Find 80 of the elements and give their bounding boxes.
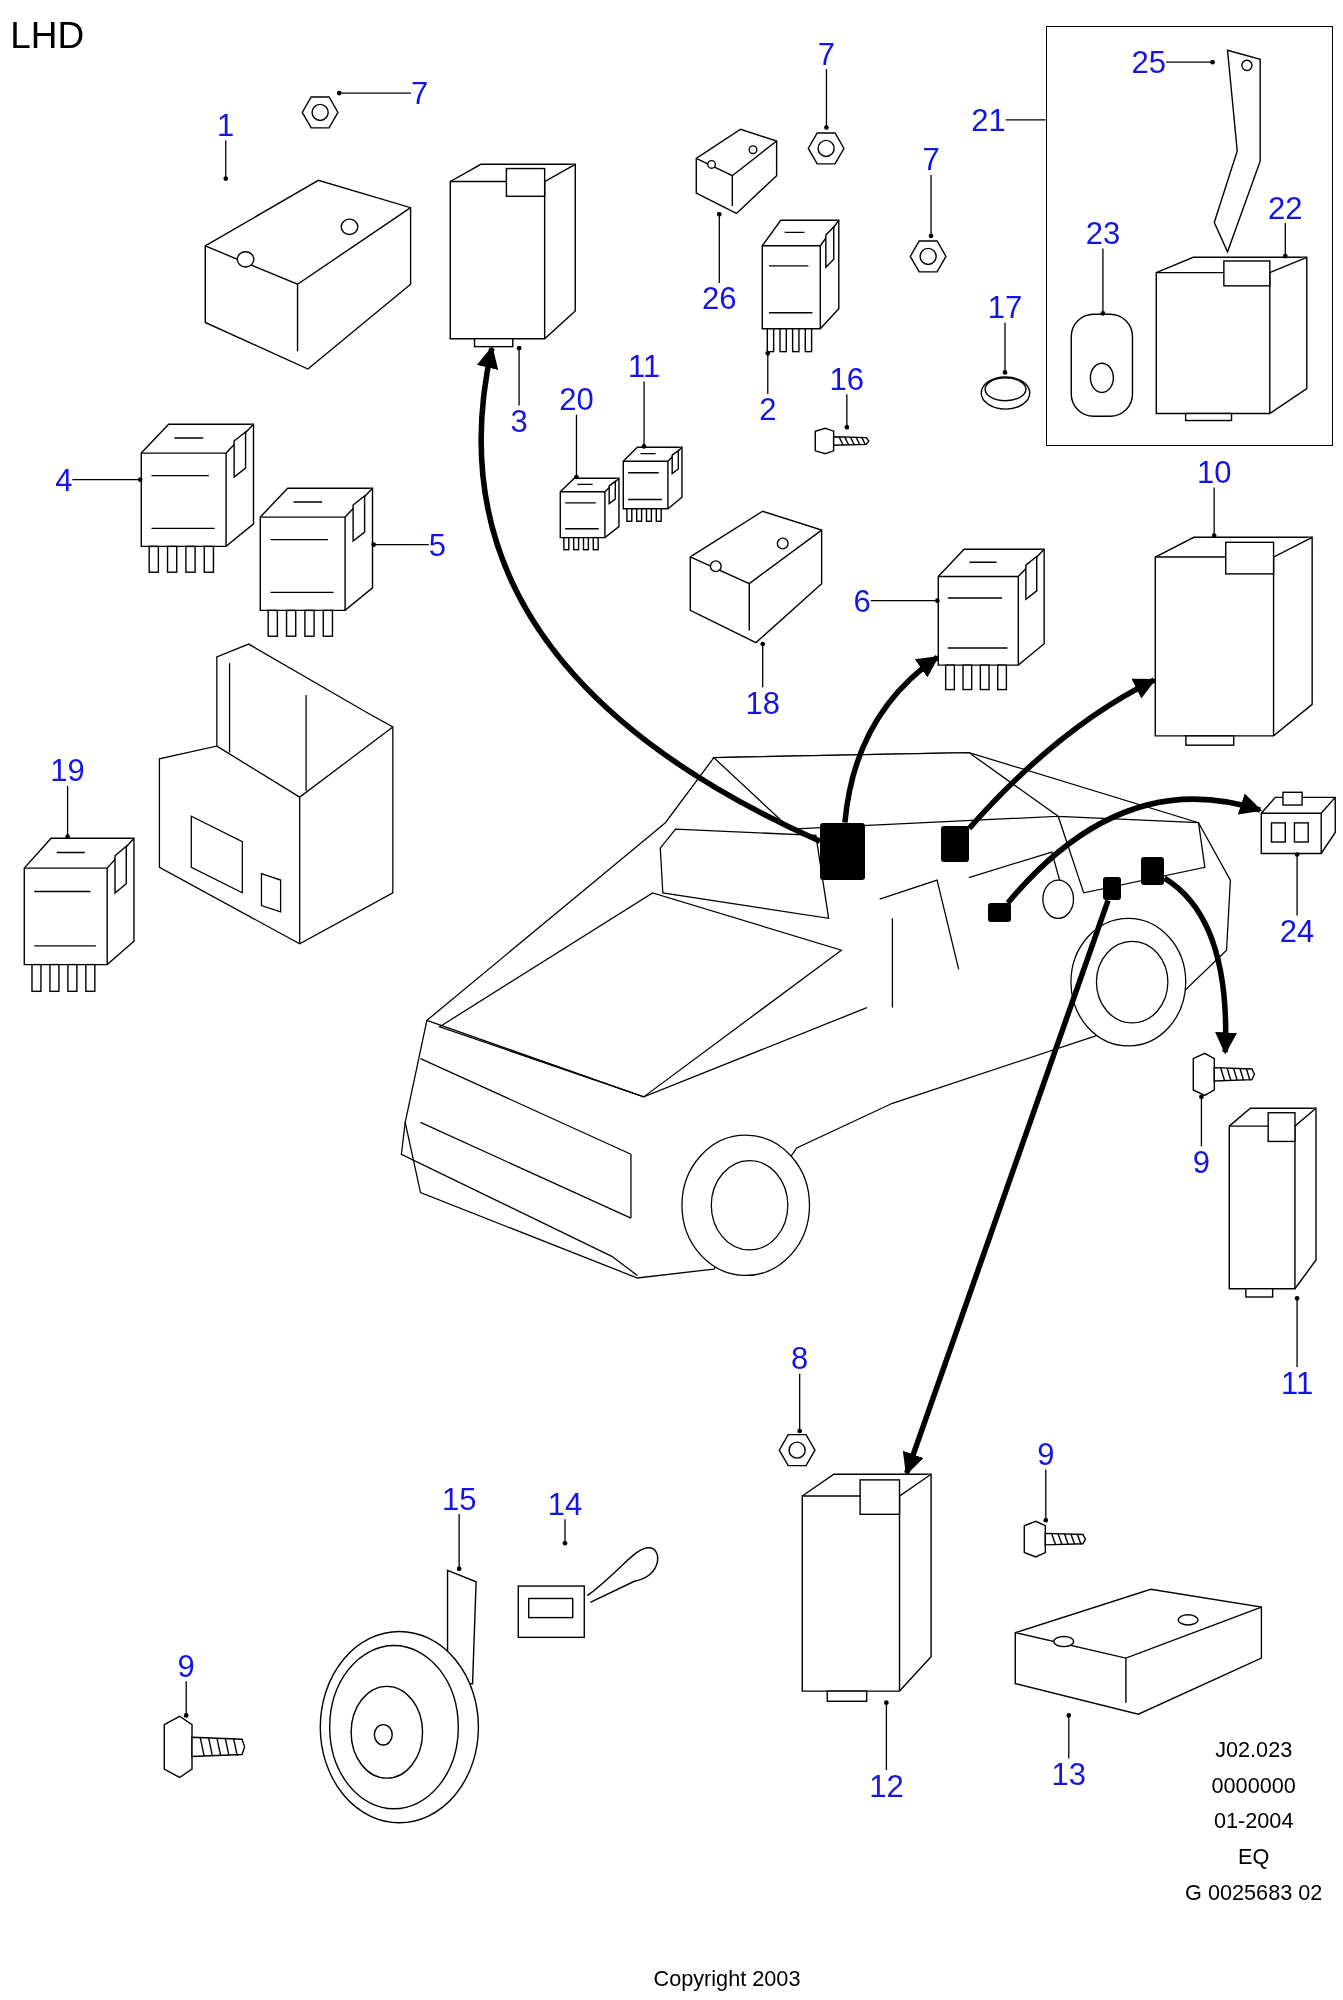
callout-number: 22 bbox=[1268, 192, 1303, 224]
leader-line bbox=[223, 139, 229, 181]
leader-line bbox=[844, 393, 850, 430]
callout-number: 4 bbox=[55, 464, 73, 496]
leader-line bbox=[371, 542, 430, 547]
leader-line bbox=[1165, 59, 1215, 65]
leader-line bbox=[765, 350, 771, 395]
callout-number: 18 bbox=[745, 687, 780, 719]
leader-line bbox=[574, 414, 579, 480]
leader-line bbox=[516, 345, 522, 407]
callout-number: 23 bbox=[1085, 217, 1121, 249]
arrow bbox=[842, 654, 940, 823]
callout-number: 9 bbox=[177, 1650, 195, 1682]
component-marker bbox=[941, 826, 970, 863]
callout-number: 25 bbox=[1131, 46, 1167, 78]
drawing-code: 0000000 bbox=[1211, 1774, 1296, 1797]
callout-number: 15 bbox=[441, 1483, 477, 1515]
arrow bbox=[1005, 794, 1263, 905]
arrow bbox=[967, 677, 1157, 831]
copyright-note: Copyright 2003 bbox=[653, 1968, 801, 1991]
callout-number: 9 bbox=[1192, 1146, 1211, 1178]
callout-number: 10 bbox=[1196, 456, 1232, 488]
callout-number: 19 bbox=[50, 754, 85, 786]
callout-number: 3 bbox=[510, 405, 528, 437]
drawing-code: G 0025683 02 bbox=[1185, 1881, 1323, 1904]
leader-line bbox=[870, 598, 940, 604]
callout-number: 8 bbox=[791, 1342, 809, 1374]
diagram-title: LHD bbox=[10, 16, 85, 54]
leader-line bbox=[1211, 486, 1217, 538]
leader-line bbox=[760, 641, 766, 688]
leader-line bbox=[562, 1518, 568, 1546]
leader-line bbox=[797, 1373, 802, 1434]
callout-number: 1 bbox=[217, 109, 235, 141]
drawing-code: EQ bbox=[1238, 1846, 1270, 1868]
callout-number: 24 bbox=[1279, 915, 1315, 947]
callout-number: 7 bbox=[922, 143, 940, 175]
leader-line bbox=[824, 68, 829, 130]
callout-number: 14 bbox=[547, 1488, 583, 1520]
leader-line bbox=[928, 174, 934, 239]
callout-number: 7 bbox=[817, 38, 836, 70]
leader-line bbox=[716, 211, 722, 284]
arrow bbox=[1162, 875, 1237, 1055]
leader-line bbox=[641, 380, 647, 449]
callout-number: 17 bbox=[987, 291, 1023, 323]
arrow bbox=[902, 899, 1111, 1476]
leader-line bbox=[1282, 222, 1288, 259]
leader-line bbox=[183, 1680, 189, 1718]
callout-number: 9 bbox=[1037, 1438, 1055, 1470]
leader-line bbox=[1100, 247, 1106, 316]
component-marker bbox=[1103, 877, 1122, 901]
leader-line bbox=[456, 1513, 462, 1572]
callout-number: 2 bbox=[759, 393, 777, 425]
leader-line bbox=[71, 477, 143, 482]
callout-number: 16 bbox=[829, 363, 865, 395]
callout-number: 13 bbox=[1051, 1758, 1086, 1790]
arrow bbox=[477, 346, 822, 844]
drawing-code: 01-2004 bbox=[1213, 1810, 1294, 1833]
drawing-code: J02.023 bbox=[1215, 1739, 1293, 1761]
leader-line bbox=[1002, 322, 1008, 375]
callout-number: 7 bbox=[410, 77, 429, 109]
leader-line bbox=[1294, 852, 1300, 917]
callout-number: 21 bbox=[971, 104, 1006, 136]
component-marker bbox=[820, 822, 865, 880]
leader-line bbox=[1199, 1094, 1204, 1148]
callout-number: 6 bbox=[853, 585, 871, 617]
leader-line bbox=[336, 90, 412, 96]
component-marker bbox=[1141, 857, 1165, 886]
callout-number: 26 bbox=[702, 282, 737, 314]
leader-line bbox=[1043, 1468, 1049, 1523]
callout-number: 11 bbox=[1281, 1367, 1314, 1399]
leader-line bbox=[1005, 119, 1047, 121]
leader-line bbox=[884, 1700, 889, 1771]
callout-number: 5 bbox=[428, 529, 447, 561]
callout-number: 12 bbox=[869, 1770, 904, 1802]
leader-line bbox=[65, 785, 70, 839]
leader-line bbox=[1066, 1713, 1072, 1760]
group-frame bbox=[1045, 25, 1333, 447]
callout-number: 20 bbox=[559, 383, 594, 415]
callout-number: 11 bbox=[627, 350, 661, 382]
leader-line bbox=[1294, 1296, 1300, 1368]
